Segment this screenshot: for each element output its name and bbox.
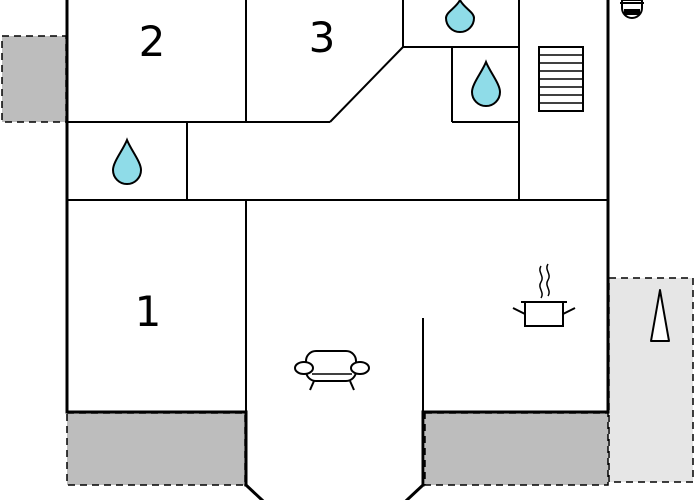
water-drop-icon bbox=[470, 59, 502, 107]
room-label-3: 3 bbox=[309, 13, 336, 62]
water-drop-icon bbox=[444, 0, 476, 33]
terrace-right bbox=[608, 277, 694, 483]
bay-wall-bottom-left bbox=[243, 482, 265, 500]
water-drop-icon bbox=[111, 137, 143, 185]
terrace-bottom-left bbox=[66, 412, 246, 486]
sofa-icon bbox=[294, 350, 370, 391]
room-label-2: 2 bbox=[139, 17, 166, 66]
bay-wall-bottom-right bbox=[404, 482, 426, 500]
terrace-bottom-right bbox=[424, 412, 609, 486]
room-label-1: 1 bbox=[135, 287, 162, 336]
cooking-pot-icon bbox=[512, 263, 576, 327]
stairs-icon bbox=[538, 46, 584, 112]
terrace-left bbox=[1, 35, 67, 123]
grill-icon bbox=[620, 0, 644, 19]
tent-icon bbox=[650, 289, 670, 342]
wall-room3-diagonal bbox=[329, 46, 404, 123]
